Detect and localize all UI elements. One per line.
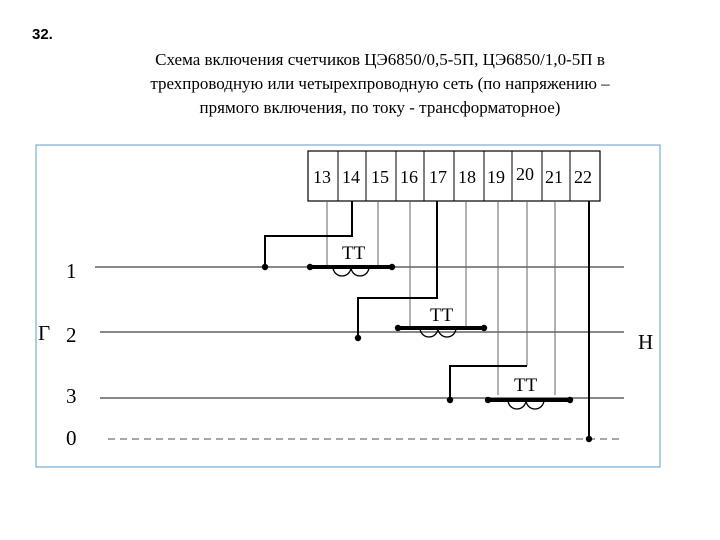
terminal-19: 19 (487, 167, 505, 187)
transformer-label-1: ТТ (342, 243, 366, 264)
terminal-labels: 13 14 15 16 17 18 19 20 21 22 (313, 164, 592, 187)
slide-title: Схема включения счетчиков ЦЭ6850/0,5-5П,… (60, 48, 700, 120)
terminal-13: 13 (313, 167, 331, 187)
current-transformer-3 (488, 398, 570, 410)
terminal-16: 16 (400, 167, 418, 187)
current-transformer-2 (398, 326, 484, 338)
terminal-21: 21 (545, 167, 563, 187)
title-line-2: трехпроводную или четырехпроводную сеть … (150, 74, 610, 93)
terminal-14: 14 (342, 167, 360, 187)
side-label-generator: Г (38, 321, 50, 345)
terminal-20: 20 (516, 164, 534, 184)
terminal-dividers (337, 151, 571, 201)
line-label-1: 1 (66, 259, 77, 283)
phase-lines (95, 266, 624, 399)
terminal-17: 17 (429, 167, 447, 187)
line-label-0: 0 (66, 426, 77, 450)
side-label-load: Н (638, 330, 653, 354)
transformer-label-3: ТТ (514, 375, 538, 396)
diagram-frame (35, 144, 661, 468)
title-line-1: Схема включения счетчиков ЦЭ6850/0,5-5П,… (155, 50, 605, 69)
transformer-label-2: ТТ (430, 305, 454, 326)
terminal-18: 18 (458, 167, 476, 187)
voltage-wires (264, 201, 590, 439)
slide-number: 32. (32, 26, 53, 43)
line-label-2: 2 (66, 323, 77, 347)
terminal-15: 15 (371, 167, 389, 187)
line-label-3: 3 (66, 384, 77, 408)
terminal-wires (326, 201, 556, 395)
connection-dots (261, 263, 593, 443)
current-transformer-1 (310, 265, 392, 277)
terminal-22: 22 (574, 167, 592, 187)
title-line-3: прямого включения, по току - трансформат… (199, 98, 561, 117)
